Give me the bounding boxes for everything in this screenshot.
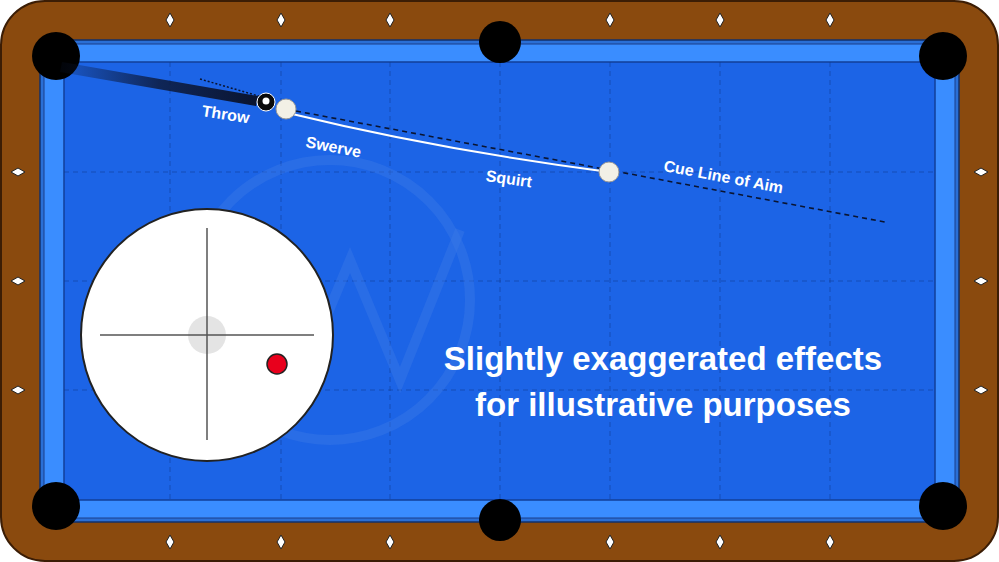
- line-label: Cue Line of Aim: [662, 156, 785, 197]
- pockets: [32, 21, 967, 541]
- note-text: Slightly exaggerated effects for illustr…: [423, 336, 903, 428]
- diamond-grid: [64, 62, 935, 500]
- rail-diamonds: [11, 13, 988, 549]
- cushion: [44, 44, 955, 518]
- effect-label: Swerve: [304, 132, 363, 162]
- crosshair: [206, 228, 208, 440]
- rail-edge: [40, 40, 959, 522]
- effect-label: Throw: [200, 101, 250, 127]
- effect-label: Squirt: [485, 166, 533, 191]
- ball-path: [288, 113, 609, 172]
- cue-tip: [257, 93, 275, 111]
- cue-ball-start: [276, 99, 296, 119]
- tip-contact-point: [267, 354, 287, 374]
- cue-ball-end: [599, 162, 619, 182]
- cue-ball-face: [81, 209, 333, 461]
- table-cloth: [64, 62, 935, 500]
- cue-stick: [60, 62, 258, 106]
- aim-line: [296, 111, 885, 222]
- cue-tip-mark: [263, 98, 270, 105]
